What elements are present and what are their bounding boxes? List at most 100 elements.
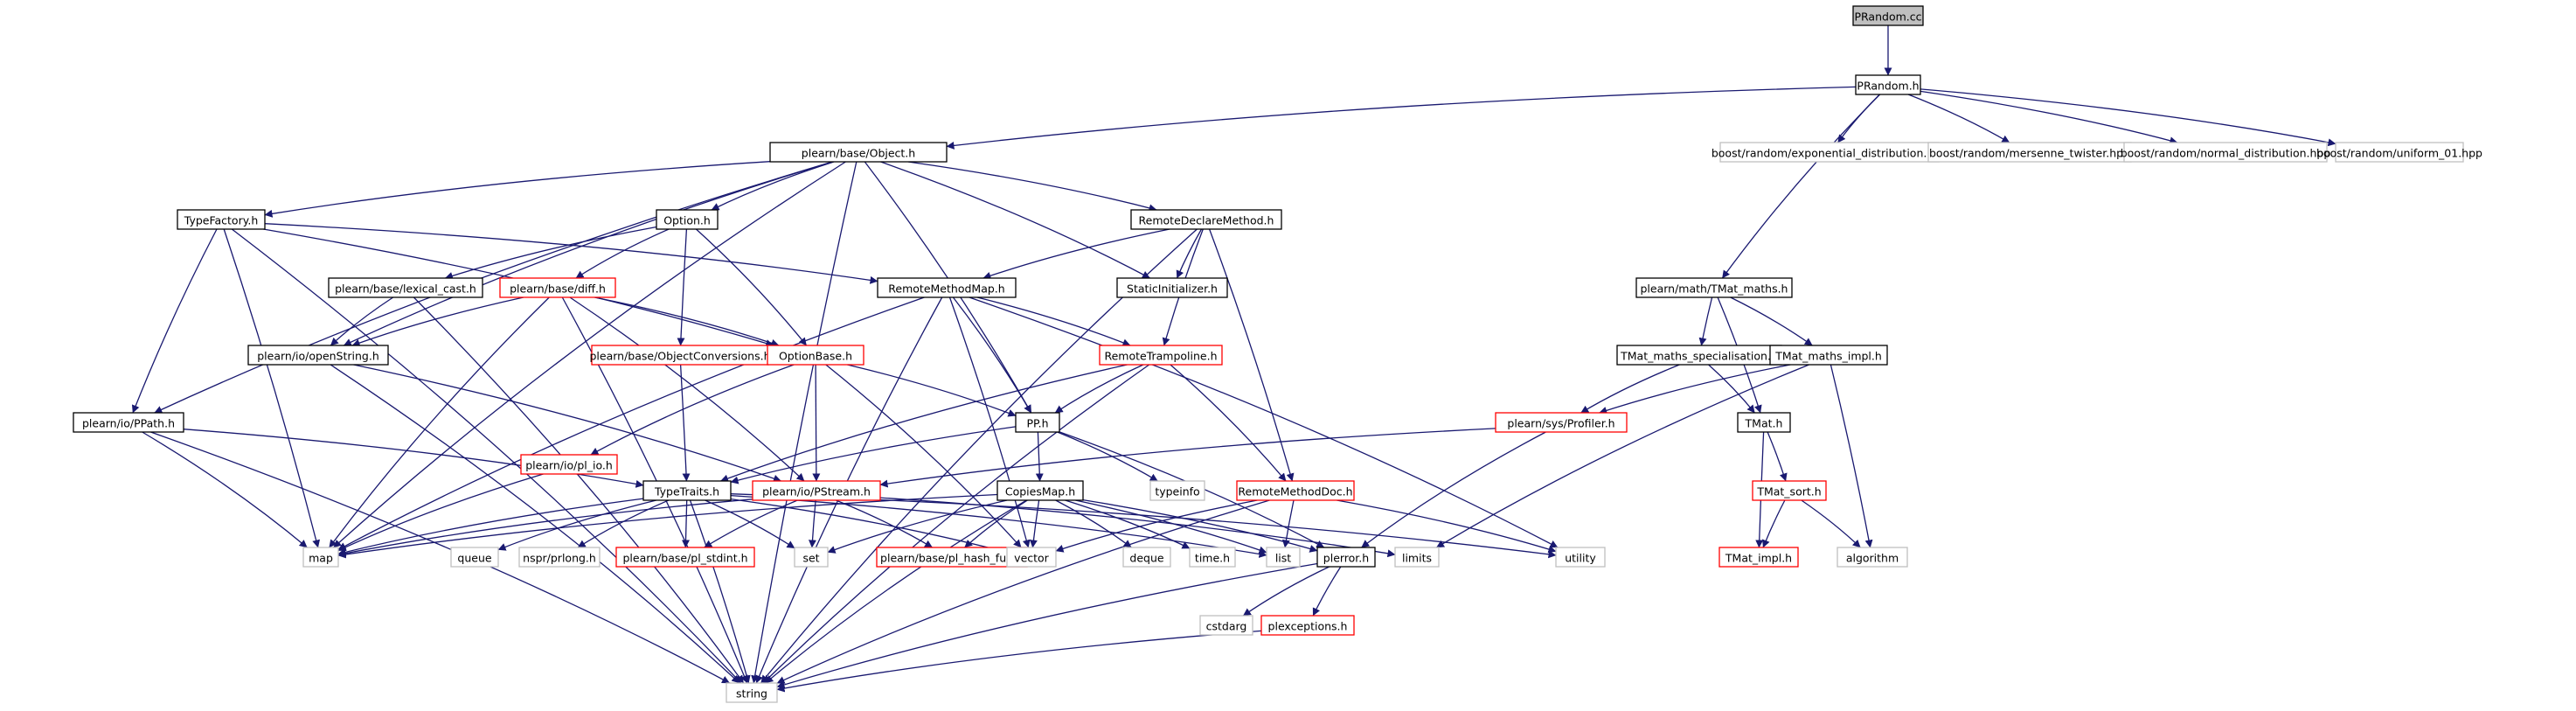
node-box-ppath_h <box>73 412 184 433</box>
node-box-plerror_h <box>1316 547 1376 568</box>
edge-profiler_h-to-pstream_h <box>879 428 1496 488</box>
edge-object_h-to-typefactory_h <box>264 161 771 218</box>
node-prandom_cc[interactable]: PRandom.cc <box>1852 5 1924 26</box>
node-objconv_h[interactable]: plearn/base/ObjectConversions.h <box>589 345 771 366</box>
node-prandom_h[interactable]: PRandom.h <box>1855 74 1921 95</box>
edge-typetraits_h-to-queue <box>497 499 656 551</box>
edge-diff_h-to-map <box>329 296 550 548</box>
node-remotemethoddoc_h[interactable]: RemoteMethodDoc.h <box>1236 480 1355 501</box>
node-remotedeclare_h[interactable]: RemoteDeclareMethod.h <box>1130 209 1282 230</box>
edge-object_h-to-map <box>333 161 846 548</box>
node-option_h[interactable]: Option.h <box>656 209 719 230</box>
node-box-option_h <box>656 209 719 230</box>
edge-openstring_h-to-string <box>330 364 740 684</box>
node-label-pl_hash_fun: plearn/base/pl_hash_fun.h <box>880 552 1024 565</box>
node-label-exp_dist: boost/random/exponential_distribution.hp… <box>1712 147 1948 160</box>
node-tmat_h[interactable]: TMat.h <box>1737 412 1791 433</box>
node-box-staticinit_h <box>1116 277 1228 298</box>
node-typefactory_h[interactable]: TypeFactory.h <box>177 209 266 230</box>
edge-copiesmap_h-to-plerror_h <box>1082 498 1318 553</box>
node-box-tmat_h <box>1737 412 1791 433</box>
node-lexical_cast_h[interactable]: plearn/base/lexical_cast.h <box>328 277 483 298</box>
node-box-prandom_cc <box>1852 5 1924 26</box>
node-label-tmat_h: TMat.h <box>1745 417 1783 430</box>
edge-layer <box>131 25 2336 693</box>
edge-copiesmap_h-to-time_h <box>1065 499 1191 549</box>
node-label-queue: queue <box>457 552 491 565</box>
node-label-optionbase_h: OptionBase.h <box>779 350 852 363</box>
edge-option_h-to-diff_h <box>575 228 670 279</box>
node-profiler_h[interactable]: plearn/sys/Profiler.h <box>1495 412 1628 433</box>
edge-prandom_h-to-tmat_maths_h <box>1721 94 1881 279</box>
node-copiesmap_h[interactable]: CopiesMap.h <box>996 480 1084 501</box>
node-uniform01: boost/random/uniform_01.hpp <box>2316 142 2482 163</box>
edge-diff_h-to-pstream_h <box>569 296 805 482</box>
node-label-normal_dist: boost/random/normal_distribution.hpp <box>2121 147 2331 160</box>
node-ppath_h[interactable]: plearn/io/PPath.h <box>73 412 184 433</box>
node-list: list <box>1266 547 1301 568</box>
edge-remotedeclare_h-to-remotemethoddoc_h <box>1208 228 1295 482</box>
node-pl_hash_fun[interactable]: plearn/base/pl_hash_fun.h <box>876 547 1028 568</box>
node-pstream_h[interactable]: plearn/io/PStream.h <box>752 480 881 501</box>
node-time_h: time.h <box>1189 547 1236 568</box>
edge-pp_h-to-typeinfo <box>1057 431 1158 482</box>
edge-copiesmap_h-to-map <box>337 493 998 559</box>
node-plexceptions_h[interactable]: plexceptions.h <box>1260 615 1355 636</box>
edge-remotemethodmap_h-to-remotetramp_h <box>976 296 1131 347</box>
node-optionbase_h[interactable]: OptionBase.h <box>767 345 864 366</box>
node-box-vector <box>1006 547 1057 568</box>
node-label-map: map <box>309 552 333 565</box>
node-tmat_spec_h[interactable]: TMat_maths_specialisation.h <box>1616 345 1782 366</box>
node-map: map <box>302 547 339 568</box>
edge-remotedeclare_h-to-staticinit_h <box>1176 228 1203 279</box>
edge-lexical_cast_h-to-openstring_h <box>330 296 394 346</box>
edge-pstream_h-to-limits <box>879 497 1396 558</box>
node-box-deque <box>1122 547 1171 568</box>
node-staticinit_h[interactable]: StaticInitializer.h <box>1116 277 1228 298</box>
node-tmat_impl_h[interactable]: TMat_impl.h <box>1718 547 1799 568</box>
node-tmat_sort_h[interactable]: TMat_sort.h <box>1752 480 1827 501</box>
edge-object_h-to-remotedeclare_h <box>907 161 1157 213</box>
node-box-set <box>794 547 829 568</box>
node-plerror_h[interactable]: plerror.h <box>1316 547 1376 568</box>
node-vector: vector <box>1006 547 1057 568</box>
node-box-tmat_maths_h <box>1635 277 1793 298</box>
edge-openstring_h-to-pstream_h <box>353 364 781 483</box>
node-normal_dist: boost/random/normal_distribution.hpp <box>2121 142 2331 163</box>
node-pp_h[interactable]: PP.h <box>1015 412 1060 433</box>
edge-prandom_h-to-mersenne <box>1907 94 2010 143</box>
edge-object_h-to-ppath_h <box>154 161 833 414</box>
node-label-remotetramp_h: RemoteTrampoline.h <box>1104 350 1217 363</box>
node-label-tmat_spec_h: TMat_maths_specialisation.h <box>1620 350 1778 363</box>
node-label-remotemethodmap_h: RemoteMethodMap.h <box>888 282 1004 296</box>
edge-pstream_h-to-pl_hash_fun <box>836 499 933 548</box>
edge-copiesmap_h-to-set <box>827 499 1008 554</box>
node-tmat_impl_maths_h[interactable]: TMat_maths_impl.h <box>1769 345 1888 366</box>
node-tmat_maths_h[interactable]: plearn/math/TMat_maths.h <box>1635 277 1793 298</box>
node-pl_io_h[interactable]: plearn/io/pl_io.h <box>520 454 618 475</box>
node-diff_h[interactable]: plearn/base/diff.h <box>499 277 616 298</box>
node-box-map <box>302 547 339 568</box>
edge-remotemethoddoc_h-to-utility <box>1337 499 1557 554</box>
edge-typefactory_h-to-map <box>223 228 321 548</box>
node-box-optionbase_h <box>767 345 864 366</box>
edge-remotemethodmap_h-to-pp_h <box>952 296 1032 414</box>
node-box-algorithm <box>1837 547 1908 568</box>
node-remotemethodmap_h[interactable]: RemoteMethodMap.h <box>877 277 1017 298</box>
node-label-limits: limits <box>1402 552 1432 565</box>
edge-tmat_spec_h-to-tmat_h <box>1708 364 1755 414</box>
edge-ppath_h-to-typetraits_h <box>183 429 644 488</box>
node-openstring_h[interactable]: plearn/io/openString.h <box>247 345 389 366</box>
edge-remotemethodmap_h-to-utility <box>969 296 1559 548</box>
node-pl_stdint[interactable]: plearn/base/pl_stdint.h <box>615 547 755 568</box>
edge-tmat_sort_h-to-tmat_impl_h <box>1762 499 1786 548</box>
node-typetraits_h[interactable]: TypeTraits.h <box>642 480 732 501</box>
edge-typefactory_h-to-ppath_h <box>131 228 218 414</box>
node-label-lexical_cast_h: plearn/base/lexical_cast.h <box>335 282 476 296</box>
node-remotetramp_h[interactable]: RemoteTrampoline.h <box>1099 345 1223 366</box>
node-box-remotedeclare_h <box>1130 209 1282 230</box>
node-label-copiesmap_h: CopiesMap.h <box>1005 485 1075 498</box>
edge-plerror_h-to-plexceptions_h <box>1312 566 1342 617</box>
node-object_h[interactable]: plearn/base/Object.h <box>769 142 948 163</box>
